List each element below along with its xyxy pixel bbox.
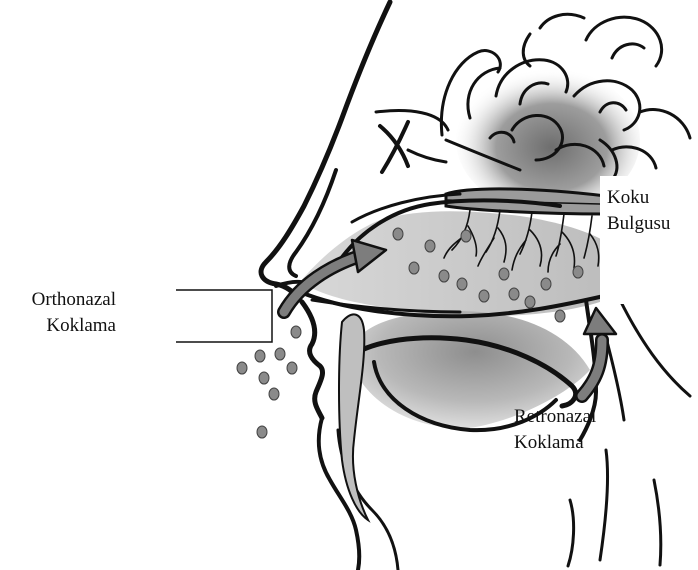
label-orthonasal-line1: Orthonazal (10, 287, 116, 313)
label-orthonasal-smelling: Orthonazal Koklama (10, 287, 116, 339)
label-orthonasal-line2: Koklama (10, 313, 116, 339)
label-retronasal-smelling: Retronazal Koklama (514, 404, 596, 456)
label-olfactory-line2: Bulgusu (607, 211, 670, 237)
label-olfactory-line1: Koku (607, 185, 670, 211)
label-retronasal-line2: Koklama (514, 430, 596, 456)
label-olfactory-bulb: Koku Bulgusu (607, 185, 670, 237)
lip-tissue (339, 314, 368, 520)
label-retronasal-line1: Retronazal (514, 404, 596, 430)
orthonasal-label-connector (176, 290, 272, 342)
